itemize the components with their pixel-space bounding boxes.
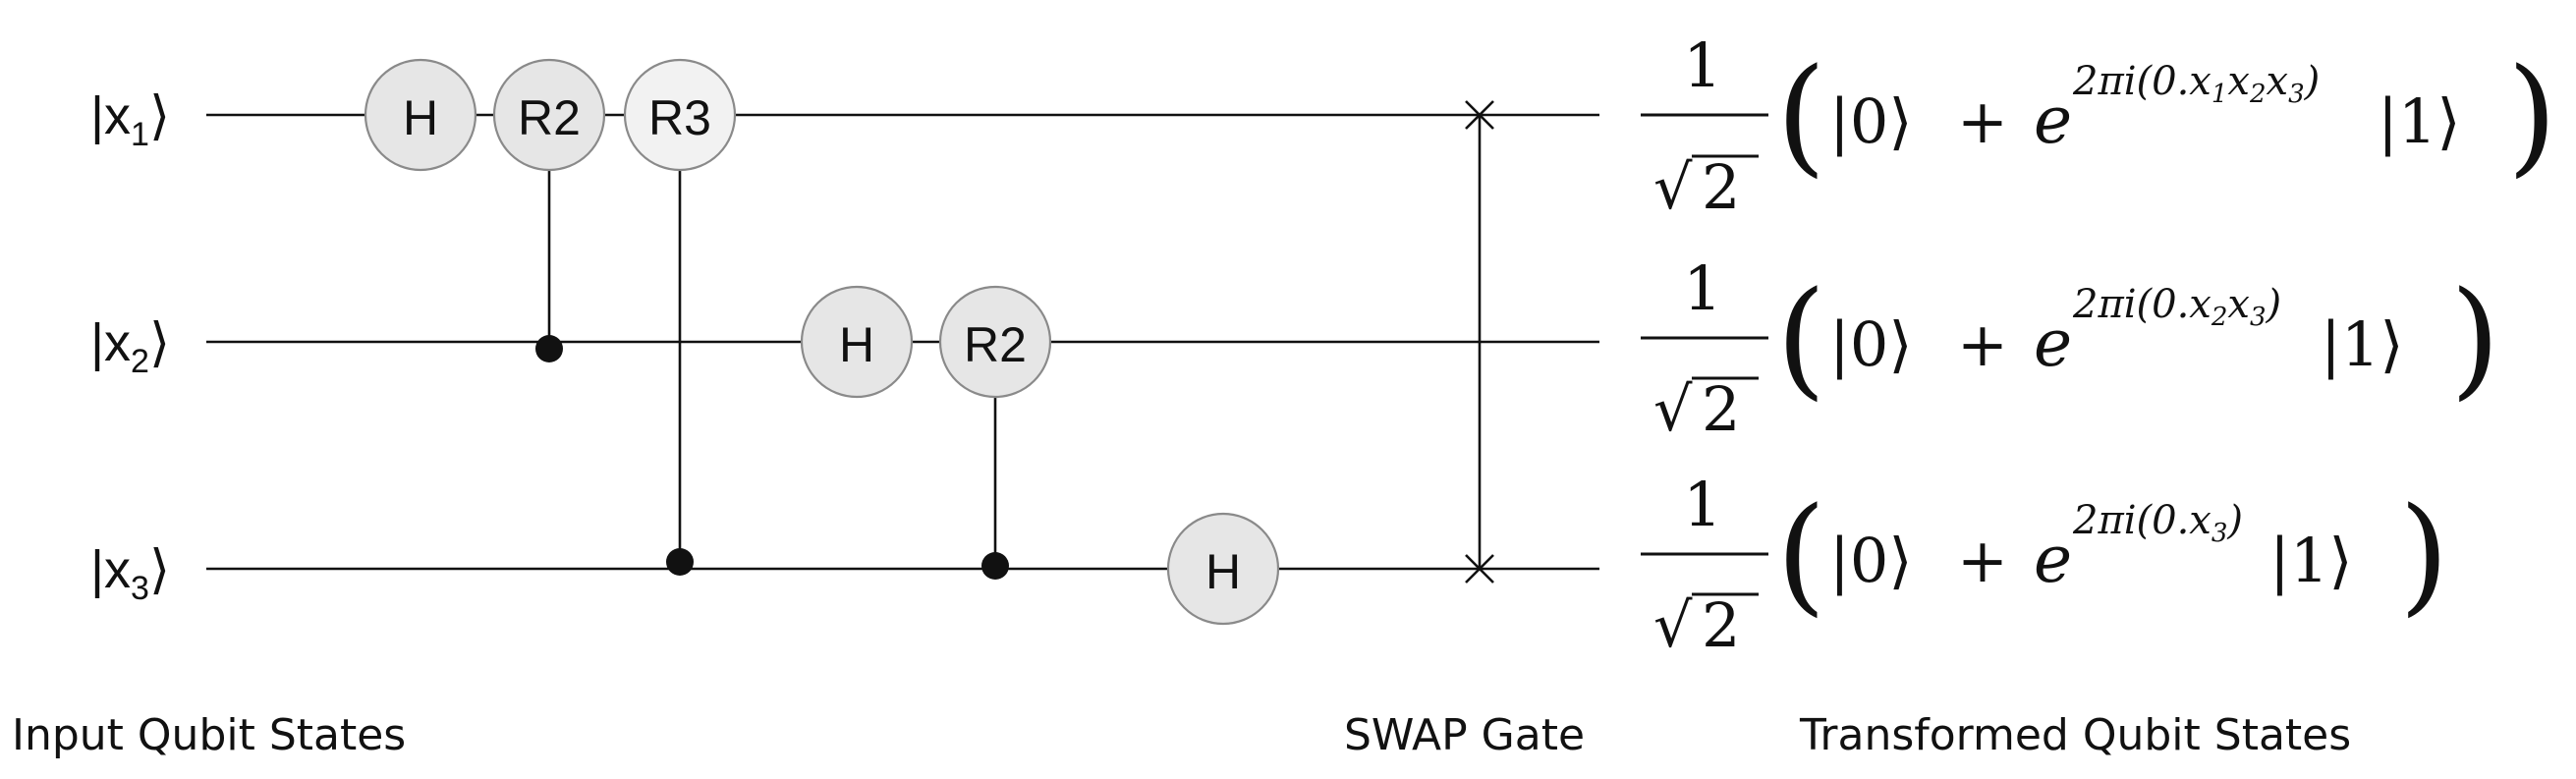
caption-transformed-qubit-states: Transformed Qubit States [1799,710,2351,760]
gate-h-q3-circle [1166,512,1280,626]
output-3-sqrt-symbol: √ [1653,589,1693,661]
gate-r2-q1-label: R2 [518,90,581,145]
input-ket-2-sub: 2 [131,343,149,380]
output-1-ket1: |1⟩ [2378,85,2461,157]
output-1-e: e [2034,83,2072,158]
output-1-sqrt-arg: 2 [1702,151,1740,223]
output-formula-2: 1 √ 2 ( |0⟩ + e 2πi(0.x2x3) |1⟩ ) [1641,252,2500,445]
output-1-plus: + [1957,85,2008,157]
gate-r2-q2: R2 [938,285,1052,399]
input-ket-1-suffix: ⟩ [149,86,170,145]
gate-h-q1-label: H [403,90,438,145]
output-3-exponent: 2πi(0.x3) [2072,498,2243,548]
output-1-open-paren: ( [1776,40,1826,190]
output-2-exp-sub-2: 3 [2250,303,2267,332]
gate-r2-q1-circle [492,58,606,172]
gate-r3-q1-circle [623,58,737,172]
gate-h-q1: H [364,58,477,172]
output-1-exp-arg: 0.x [2152,59,2212,104]
input-ket-3-sub: 3 [131,570,149,607]
output-1-exp-sub-1: 1 [2212,80,2228,109]
output-1-sqrt-symbol: √ [1653,151,1693,223]
gate-h-q2-circle [800,285,914,399]
caption-input-qubit-states: Input Qubit States [12,710,406,760]
output-2-e: e [2034,306,2072,381]
output-3-exp-close: ) [2226,498,2243,543]
output-2-ket0: |0⟩ [1829,308,1913,380]
output-2-ket1: |1⟩ [2321,308,2404,380]
gate-h-q3: H [1166,512,1280,626]
output-1-exponent: 2πi(0.x1x2x3) [2072,59,2320,109]
input-ket-3: |x3⟩ [90,540,170,607]
output-1-exp-x2: x [2227,59,2250,104]
gate-h-q2: H [800,285,914,399]
output-2-numerator: 1 [1683,252,1721,324]
input-ket-2-suffix: ⟩ [149,313,170,372]
output-formula-3: 1 √ 2 ( |0⟩ + e 2πi(0.x3) |1⟩ ) [1641,469,2449,661]
output-3-ket0: |0⟩ [1829,525,1913,596]
output-1-exp-close: ) [2304,59,2321,104]
output-1-exp-x3: x [2267,59,2289,104]
output-3-exp-prefix: 2πi [2072,498,2137,543]
gate-r2-q1: R2 [492,58,606,172]
input-ket-2-prefix: |x [90,313,131,372]
swap-cross-top [1465,100,1494,130]
output-2-plus: + [1957,308,2008,380]
output-2-sqrt-symbol: √ [1653,373,1693,445]
gate-r2-q2-circle [938,285,1052,399]
output-1-exp-open: ( [2137,59,2154,104]
output-2-exp-arg: 0.x [2152,282,2212,327]
output-1-exp-prefix: 2πi [2072,59,2137,104]
control-dot-q3-r2 [981,552,1009,580]
gate-r3-q1: R3 [623,58,737,172]
gate-h-q1-circle [364,58,477,172]
output-formula-1: 1 √ 2 ( |0⟩ + e 2πi(0.x1x2x3) |1⟩ ) [1641,29,2557,223]
input-ket-3-suffix: ⟩ [149,540,170,599]
input-ket-1-prefix: |x [90,86,131,145]
output-2-sqrt-arg: 2 [1702,373,1740,445]
output-1-exp-sub-3: 3 [2288,80,2305,109]
control-dot-q3-r3 [666,548,694,576]
output-3-open-paren: ( [1776,479,1826,629]
output-2-exponent: 2πi(0.x2x3) [2072,282,2281,332]
output-2-exp-close: ) [2266,282,2282,327]
output-1-numerator: 1 [1683,29,1721,101]
input-ket-2: |x2⟩ [90,313,170,380]
output-3-close-paren: ) [2399,479,2449,629]
output-3-e: e [2034,522,2072,597]
input-ket-1: |x1⟩ [90,86,170,153]
output-3-exp-arg: 0.x [2152,498,2212,543]
control-dot-q2 [535,335,563,362]
output-2-close-paren: ) [2450,263,2500,413]
input-ket-1-sub: 1 [131,116,149,153]
output-3-plus: + [1957,525,2008,596]
caption-swap-gate: SWAP Gate [1344,710,1585,760]
output-3-exp-sub-1: 3 [2212,519,2228,548]
gate-h-q2-label: H [839,317,874,372]
gate-r2-q2-label: R2 [964,317,1027,372]
output-3-sqrt-arg: 2 [1702,589,1740,661]
output-2-open-paren: ( [1776,263,1826,413]
gate-h-q3-label: H [1205,544,1241,599]
output-3-ket1: |1⟩ [2269,525,2353,596]
gate-r3-q1-label: R3 [648,90,711,145]
output-3-numerator: 1 [1683,469,1721,540]
swap-gate [1465,100,1494,584]
output-1-exp-sub-2: 2 [2249,80,2267,109]
input-ket-3-prefix: |x [90,540,131,599]
output-2-exp-prefix: 2πi [2072,282,2137,327]
output-1-close-paren: ) [2507,40,2557,190]
output-2-exp-sub-1: 2 [2211,303,2228,332]
output-1-ket0: |0⟩ [1829,85,1913,157]
swap-cross-bottom [1465,554,1494,584]
output-2-exp-x2: x [2227,282,2250,327]
output-3-exp-open: ( [2137,498,2154,543]
output-2-exp-open: ( [2137,282,2154,327]
